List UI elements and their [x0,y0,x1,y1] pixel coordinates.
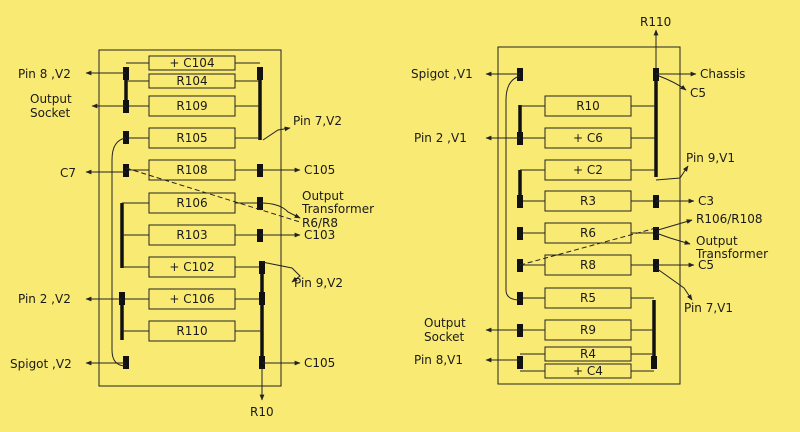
component-label: R110 [176,324,207,338]
pin9-v1-label: Pin 9,V1 [686,151,735,165]
output-socket-label: Socket [424,330,464,344]
right-external-labels: R110 Spigot ,V1 Chassis C5 Pin 2 ,V1 Pin… [411,15,768,367]
component-label: R9 [580,323,596,337]
left-component-leads [122,62,262,332]
output-transformer-label: Output [302,189,344,203]
spigot-v2-label: Spigot ,V2 [10,357,72,371]
pin9-v2-label: Pin 9,V2 [294,276,343,290]
spigot-v1-label: Spigot ,V1 [411,67,473,81]
left-component-labels: + C104 R104 R109 R105 R108 R106 R103 + C… [169,56,214,338]
component-label: + C2 [573,163,603,177]
r110-label: R110 [640,15,671,29]
component-label: R106 [176,196,207,210]
pin2-v2-label: Pin 2 ,V2 [18,292,71,306]
output-transformer-label: Transformer [695,247,768,261]
output-socket-label: Socket [30,106,70,120]
right-component-labels: R10 + C6 + C2 R3 R6 R8 R5 R9 R4 + C4 [573,99,603,378]
right-component-leads [520,105,656,372]
c103-label: C103 [304,228,335,242]
right-board-outline [497,46,681,385]
pin2-v1-label: Pin 2 ,V1 [414,131,467,145]
c5-label: C5 [698,258,714,272]
left-board-outline [98,49,282,387]
pin7-v1-label: Pin 7,V1 [684,301,733,315]
right-board: R10 + C6 + C2 R3 R6 R8 R5 R9 R4 + C4 R11… [411,15,768,385]
c105-label: C105 [304,356,335,370]
component-label: R104 [176,74,207,88]
c105-label: C105 [304,163,335,177]
pin8-v1-label: Pin 8,V1 [414,353,463,367]
pin8-v2-label: Pin 8 ,V2 [18,67,71,81]
component-label: R108 [176,163,207,177]
component-label: R109 [176,99,207,113]
component-label: R105 [176,131,207,145]
output-transformer-label: Transformer [301,202,374,216]
right-wiring [485,29,697,363]
component-label: + C102 [169,260,214,274]
component-label: + C104 [169,56,214,70]
chassis-label: Chassis [700,67,745,81]
output-socket-label: Output [30,92,72,106]
component-label: R103 [176,228,207,242]
component-label: R6 [580,226,596,240]
output-socket-label: Output [424,316,466,330]
r10-label: R10 [250,405,274,419]
component-label: R3 [580,194,596,208]
r6-r8-label: R6/R8 [302,216,338,230]
component-label: + C4 [573,364,603,378]
component-label: R5 [580,291,596,305]
left-board: + C104 R104 R109 R105 R108 R106 R103 + C… [10,49,374,419]
c5-label: C5 [690,86,706,100]
left-external-labels: Pin 8 ,V2 Output Socket C7 Pin 2 ,V2 Spi… [10,67,374,419]
left-wiring [85,70,301,401]
output-transformer-label: Output [696,234,738,248]
pin7-v2-label: Pin 7,V2 [293,114,342,128]
component-label: R4 [580,347,596,361]
c3-label: C3 [698,194,714,208]
component-label: R10 [576,99,600,113]
component-label: + C106 [169,292,214,306]
component-label: R8 [580,258,596,272]
component-label: + C6 [573,131,603,145]
r106-r108-label: R106/R108 [696,212,763,226]
c7-label: C7 [60,166,76,180]
